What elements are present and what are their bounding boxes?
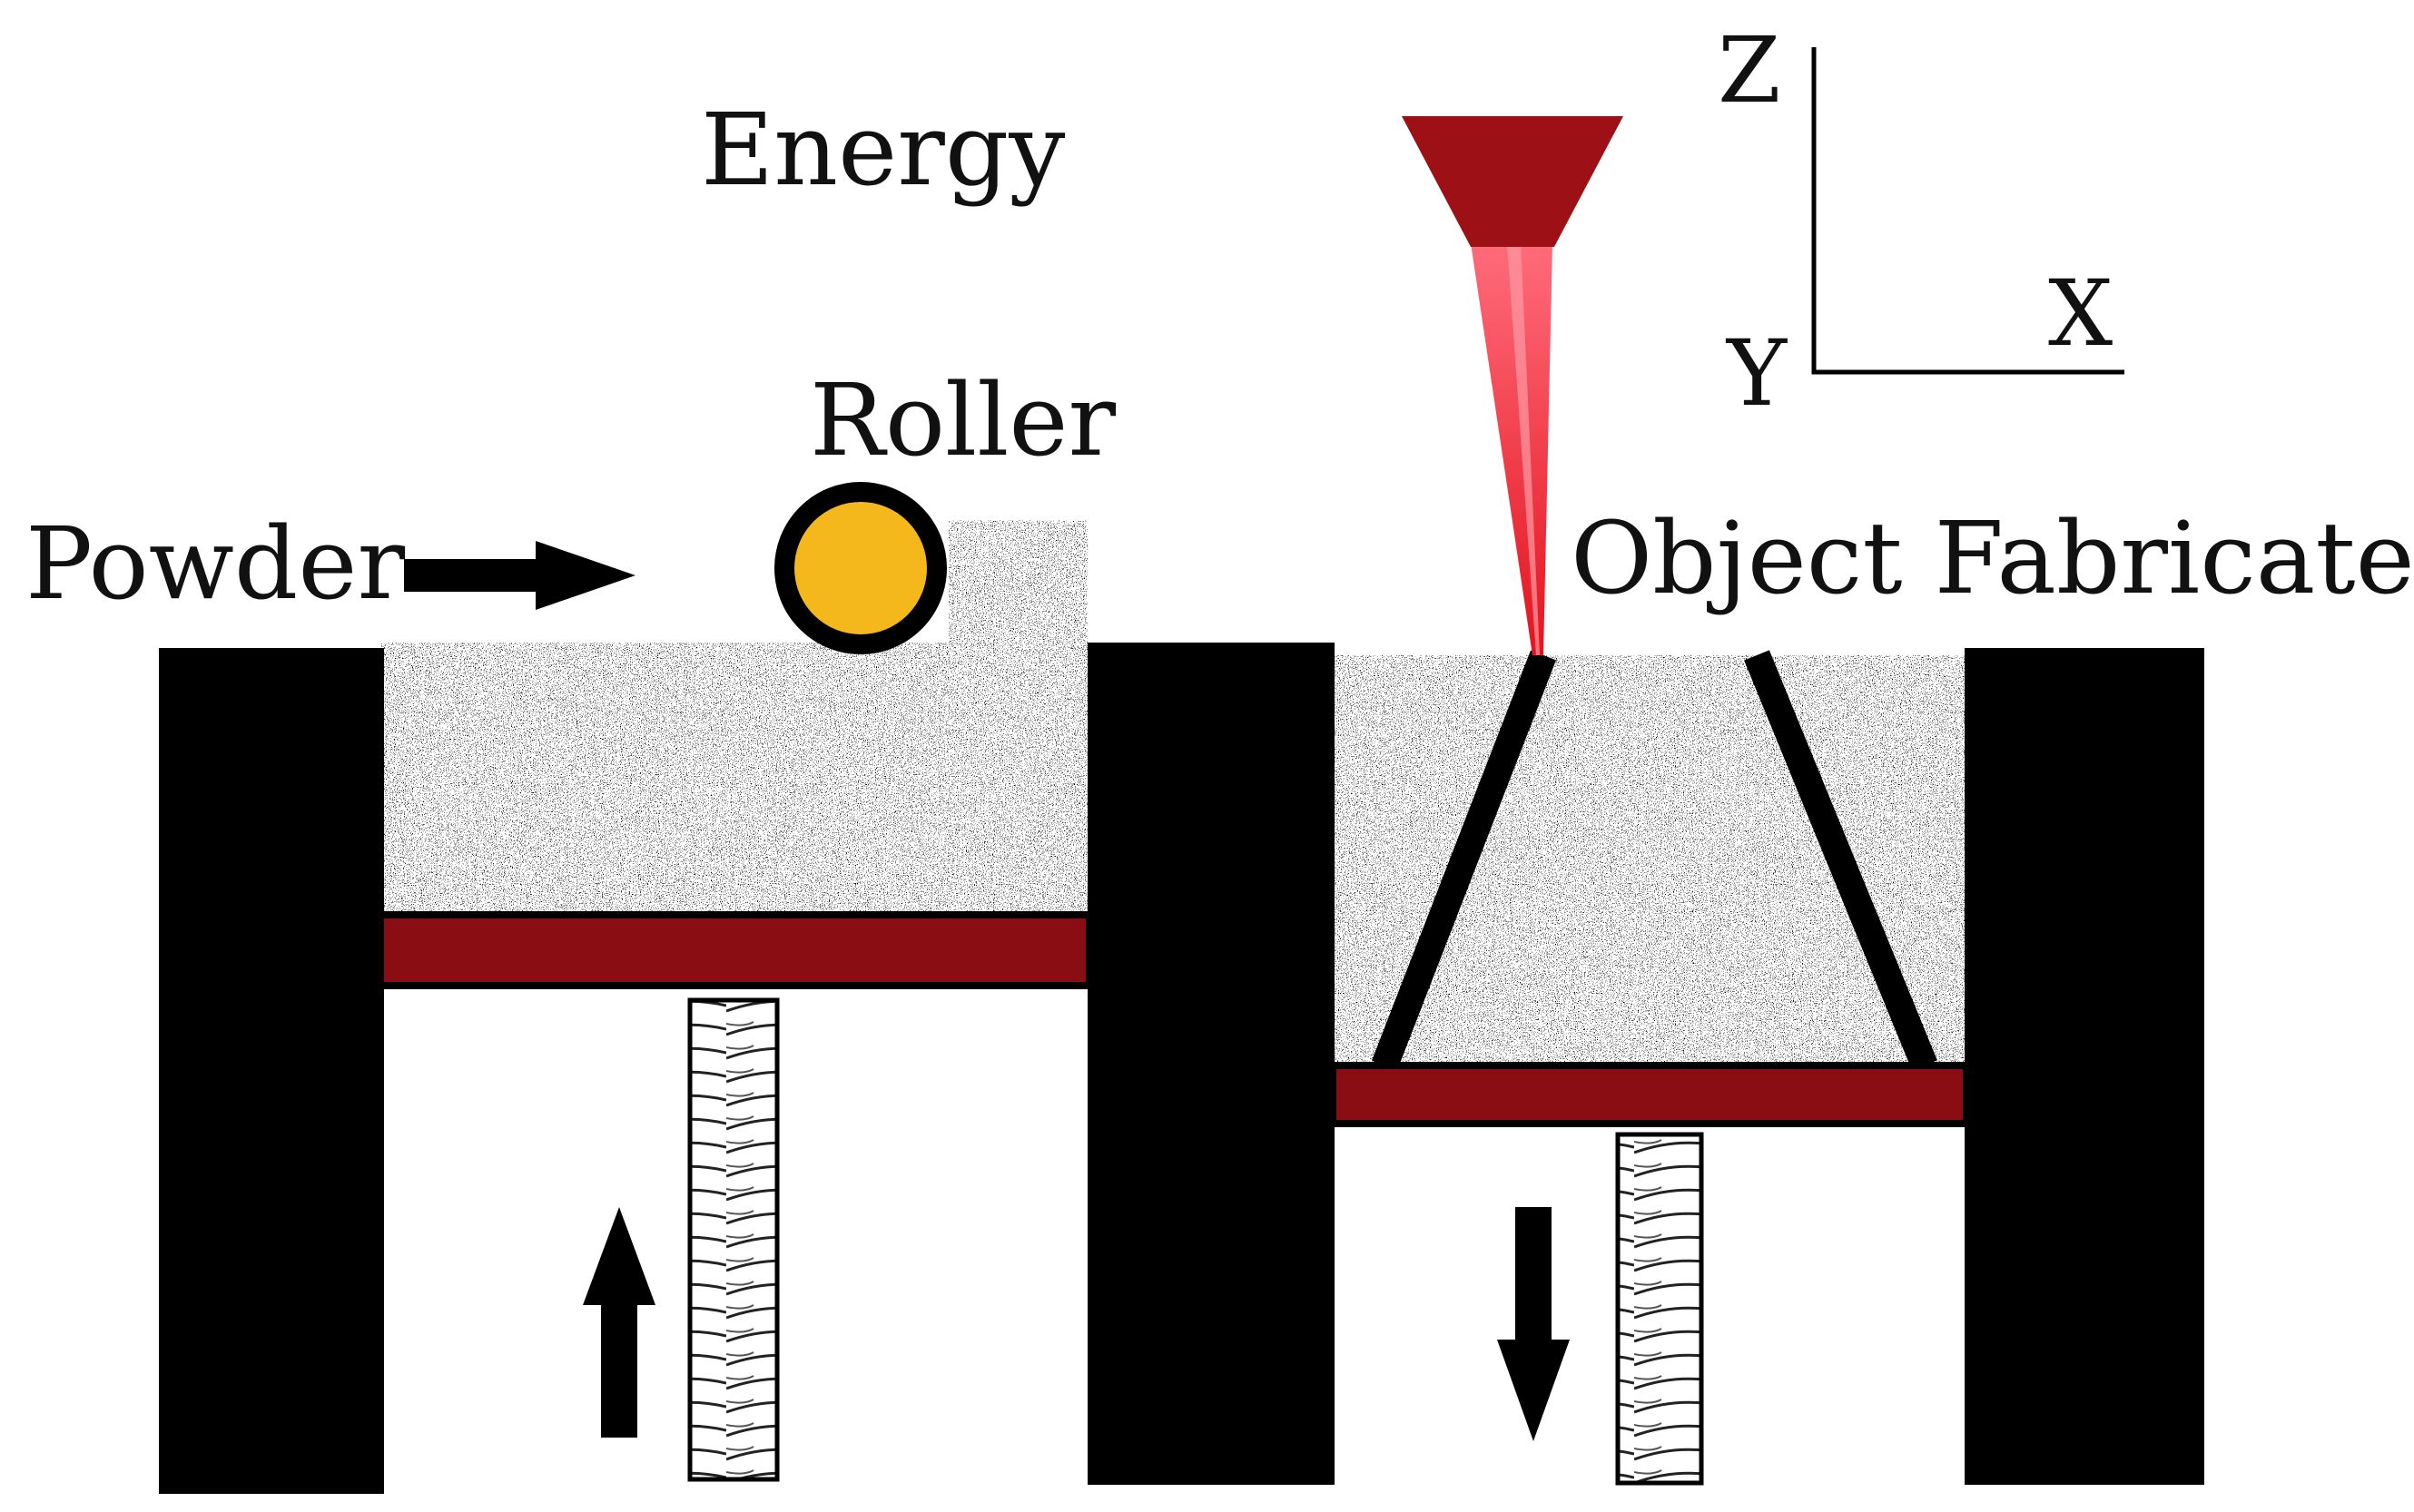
arrow-down-icon (1497, 1207, 1570, 1441)
left-wall (159, 648, 384, 1494)
powder-label: Powder (25, 506, 406, 622)
feed-chamber (376, 520, 1093, 1482)
roller-powder-pile (949, 520, 1088, 643)
axis-lines (1811, 47, 2124, 375)
right-wall (1965, 648, 2204, 1485)
build-chamber (1329, 650, 1970, 1486)
roller-label: Roller (810, 362, 1117, 478)
middle-wall (1088, 643, 1335, 1485)
axis-z-label: Z (1718, 17, 1781, 123)
laser-beam-core (1507, 243, 1540, 655)
laser-head (1402, 116, 1623, 247)
roller-circle (774, 482, 947, 654)
axis-y-label: Y (1727, 320, 1788, 427)
feed-powder-bed (381, 643, 1088, 915)
fabricated-object (1372, 650, 1937, 1071)
build-piston-screw (1615, 1132, 1704, 1486)
build-platform (1329, 1062, 1970, 1127)
feed-piston-screw (687, 997, 780, 1482)
feed-platform (376, 911, 1093, 989)
arrow-right-icon (404, 541, 636, 610)
axis-x-label: X (2048, 260, 2113, 367)
energy-label: Energy (701, 92, 1066, 208)
build-powder-bed (1335, 655, 1965, 1065)
arrow-up-icon (583, 1207, 655, 1438)
object-fabricated-label: Object Fabricated (1571, 500, 2414, 616)
